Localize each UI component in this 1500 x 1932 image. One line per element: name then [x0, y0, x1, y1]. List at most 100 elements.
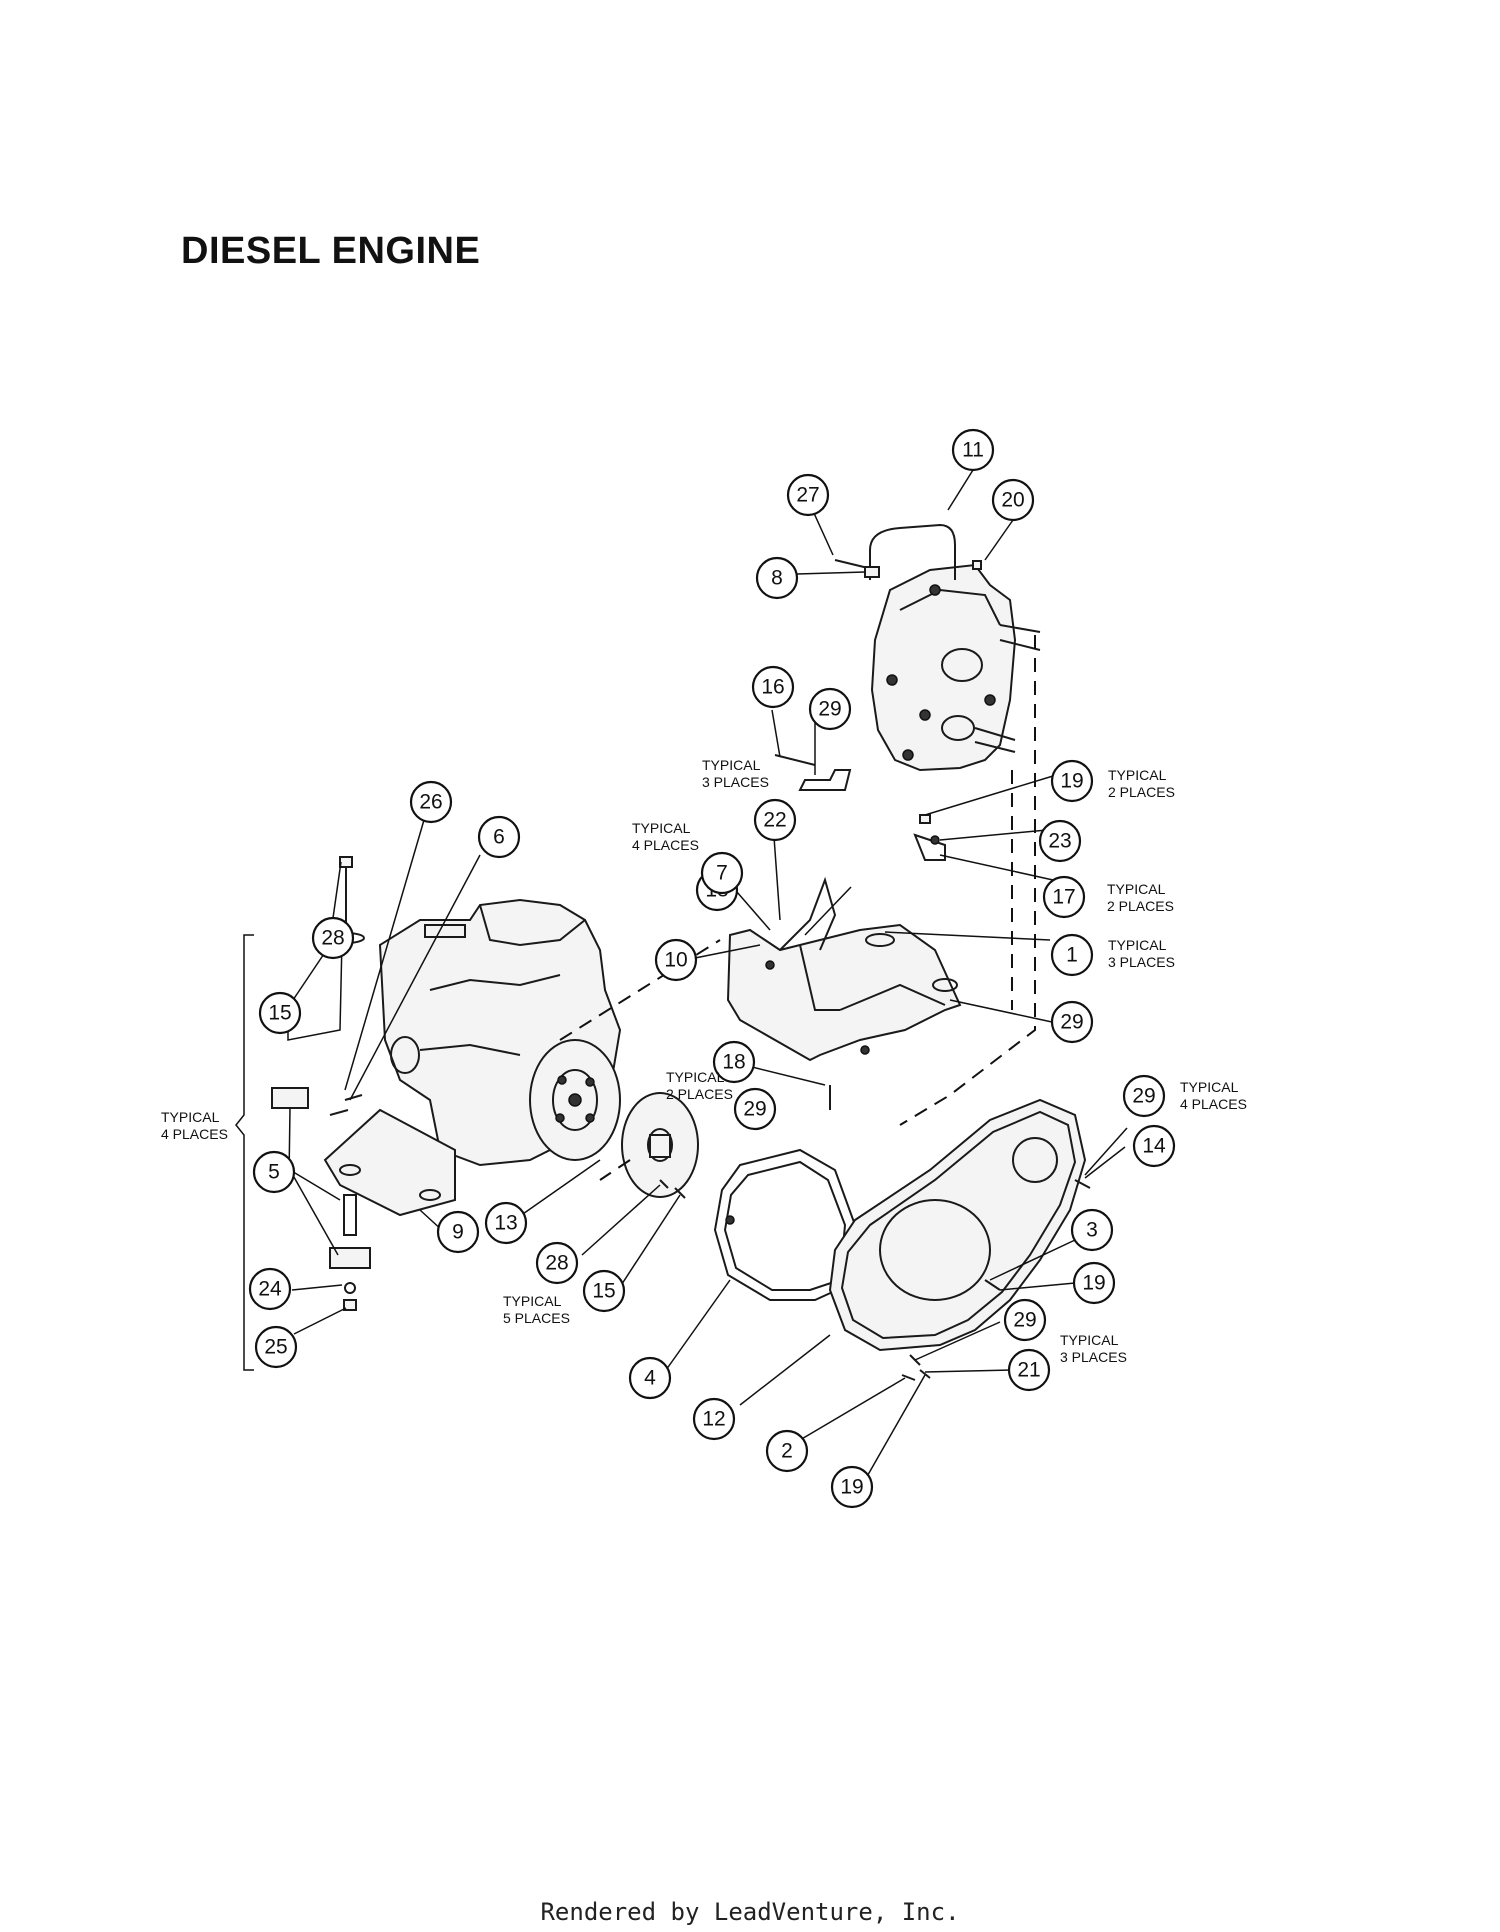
callout-label: 12: [702, 1408, 725, 1431]
typical-note-line: TYPICAL: [1108, 767, 1167, 783]
callout-label: 7: [716, 862, 728, 885]
callout-circle: [258, 991, 302, 1035]
callout-label: 28: [321, 927, 344, 950]
callout-label: 18: [722, 1051, 745, 1074]
callout-19: 19: [1072, 1261, 1116, 1305]
callout-circle: [311, 916, 355, 960]
typical-note-line: TYPICAL: [666, 1069, 725, 1085]
callout-circle: [484, 1201, 528, 1245]
callout-29: 29: [1050, 1000, 1094, 1044]
callout-13: 13: [484, 1201, 528, 1245]
callout-14: 14: [1132, 1124, 1176, 1168]
typical-note-line: 3 PLACES: [1108, 954, 1175, 970]
callout-18: 18: [712, 1040, 756, 1084]
typical-note-line: 5 PLACES: [503, 1310, 570, 1326]
callout-circle: [628, 1356, 672, 1400]
callout-label: 15: [268, 1002, 291, 1025]
callout-29: 29: [733, 1087, 777, 1131]
callout-circle: [477, 815, 521, 859]
callout-29: 29: [1122, 1074, 1166, 1118]
callout-circle: [654, 938, 698, 982]
typical-note-line: TYPICAL: [161, 1109, 220, 1125]
callout-circle: [1042, 875, 1086, 919]
callout-label: 19: [1082, 1272, 1105, 1295]
callout-label: 27: [796, 484, 819, 507]
callout-label: 23: [1048, 830, 1071, 853]
page-title: DIESEL ENGINE: [181, 230, 481, 272]
leader-lines: [287, 469, 1128, 1481]
callout-5: 5: [252, 1150, 296, 1194]
gearbox-hardware: [774, 559, 982, 861]
callout-15: 15: [258, 991, 302, 1035]
callout-24: 24: [248, 1267, 292, 1311]
callout-circle: [1070, 1208, 1114, 1252]
typical-note-line: TYPICAL: [1107, 881, 1166, 897]
callout-circle: [991, 478, 1035, 522]
callout-circle: [786, 473, 830, 517]
alignment-lines: [559, 635, 1036, 1181]
callout-circle: [765, 1429, 809, 1473]
callout-label: 14: [1142, 1135, 1166, 1158]
callout-circle: [692, 1397, 736, 1441]
callout-circle: [755, 556, 799, 600]
callout-circle: [733, 1087, 777, 1131]
callout-label: 22: [763, 809, 786, 832]
callout-label: 28: [545, 1252, 568, 1275]
callout-label: 19: [840, 1476, 863, 1499]
callout-26: 26: [409, 780, 453, 824]
callout-22: 22: [753, 798, 797, 842]
typical-note-line: 4 PLACES: [1180, 1096, 1247, 1112]
callout-label: 3: [1086, 1219, 1098, 1242]
callout-circle: [951, 428, 995, 472]
callout-label: 29: [1013, 1309, 1036, 1332]
callout-12: 12: [692, 1397, 736, 1441]
callout-25: 25: [254, 1325, 298, 1369]
callout-29: 29: [1003, 1298, 1047, 1342]
callout-circle: [1122, 1074, 1166, 1118]
callout-label: 21: [1017, 1359, 1040, 1382]
mount-hardware: [271, 856, 456, 1311]
callout-circle: [808, 687, 852, 731]
callout-label: 17: [1052, 886, 1075, 909]
typical-note-line: 4 PLACES: [632, 837, 699, 853]
typical-note-line: TYPICAL: [1060, 1332, 1119, 1348]
typical-note-line: 4 PLACES: [161, 1126, 228, 1142]
callout-20: 20: [991, 478, 1035, 522]
callout-label: 16: [761, 676, 784, 699]
coupling-plate: [621, 1092, 699, 1198]
callout-circle: [1072, 1261, 1116, 1305]
callout-circle: [751, 665, 795, 709]
callout-19: 19: [1050, 759, 1094, 803]
typical-note-line: 3 PLACES: [1060, 1349, 1127, 1365]
callout-label: 6: [493, 826, 505, 849]
callout-label: 29: [743, 1098, 766, 1121]
callout-8: 8: [755, 556, 799, 600]
callout-15: 15: [582, 1269, 626, 1313]
callout-circle: [1007, 1348, 1051, 1392]
callout-circle: [830, 1465, 874, 1509]
belt-housing: [828, 1098, 1087, 1352]
callout-label: 15: [592, 1280, 615, 1303]
callout-circle: [1038, 819, 1082, 863]
callout-circle: [712, 1040, 756, 1084]
callout-circle: [254, 1325, 298, 1369]
callout-circle: [1003, 1298, 1047, 1342]
callout-circle: [1050, 1000, 1094, 1044]
callout-label: 29: [1060, 1011, 1083, 1034]
typical-note-line: TYPICAL: [1180, 1079, 1239, 1095]
callout-label: 26: [419, 791, 442, 814]
typical-note-line: TYPICAL: [632, 820, 691, 836]
callout-circle: [1050, 759, 1094, 803]
callout-10: 10: [654, 938, 698, 982]
typical-bracket: [235, 934, 254, 1371]
typical-note-line: 2 PLACES: [666, 1086, 733, 1102]
callout-label: 4: [644, 1367, 656, 1390]
